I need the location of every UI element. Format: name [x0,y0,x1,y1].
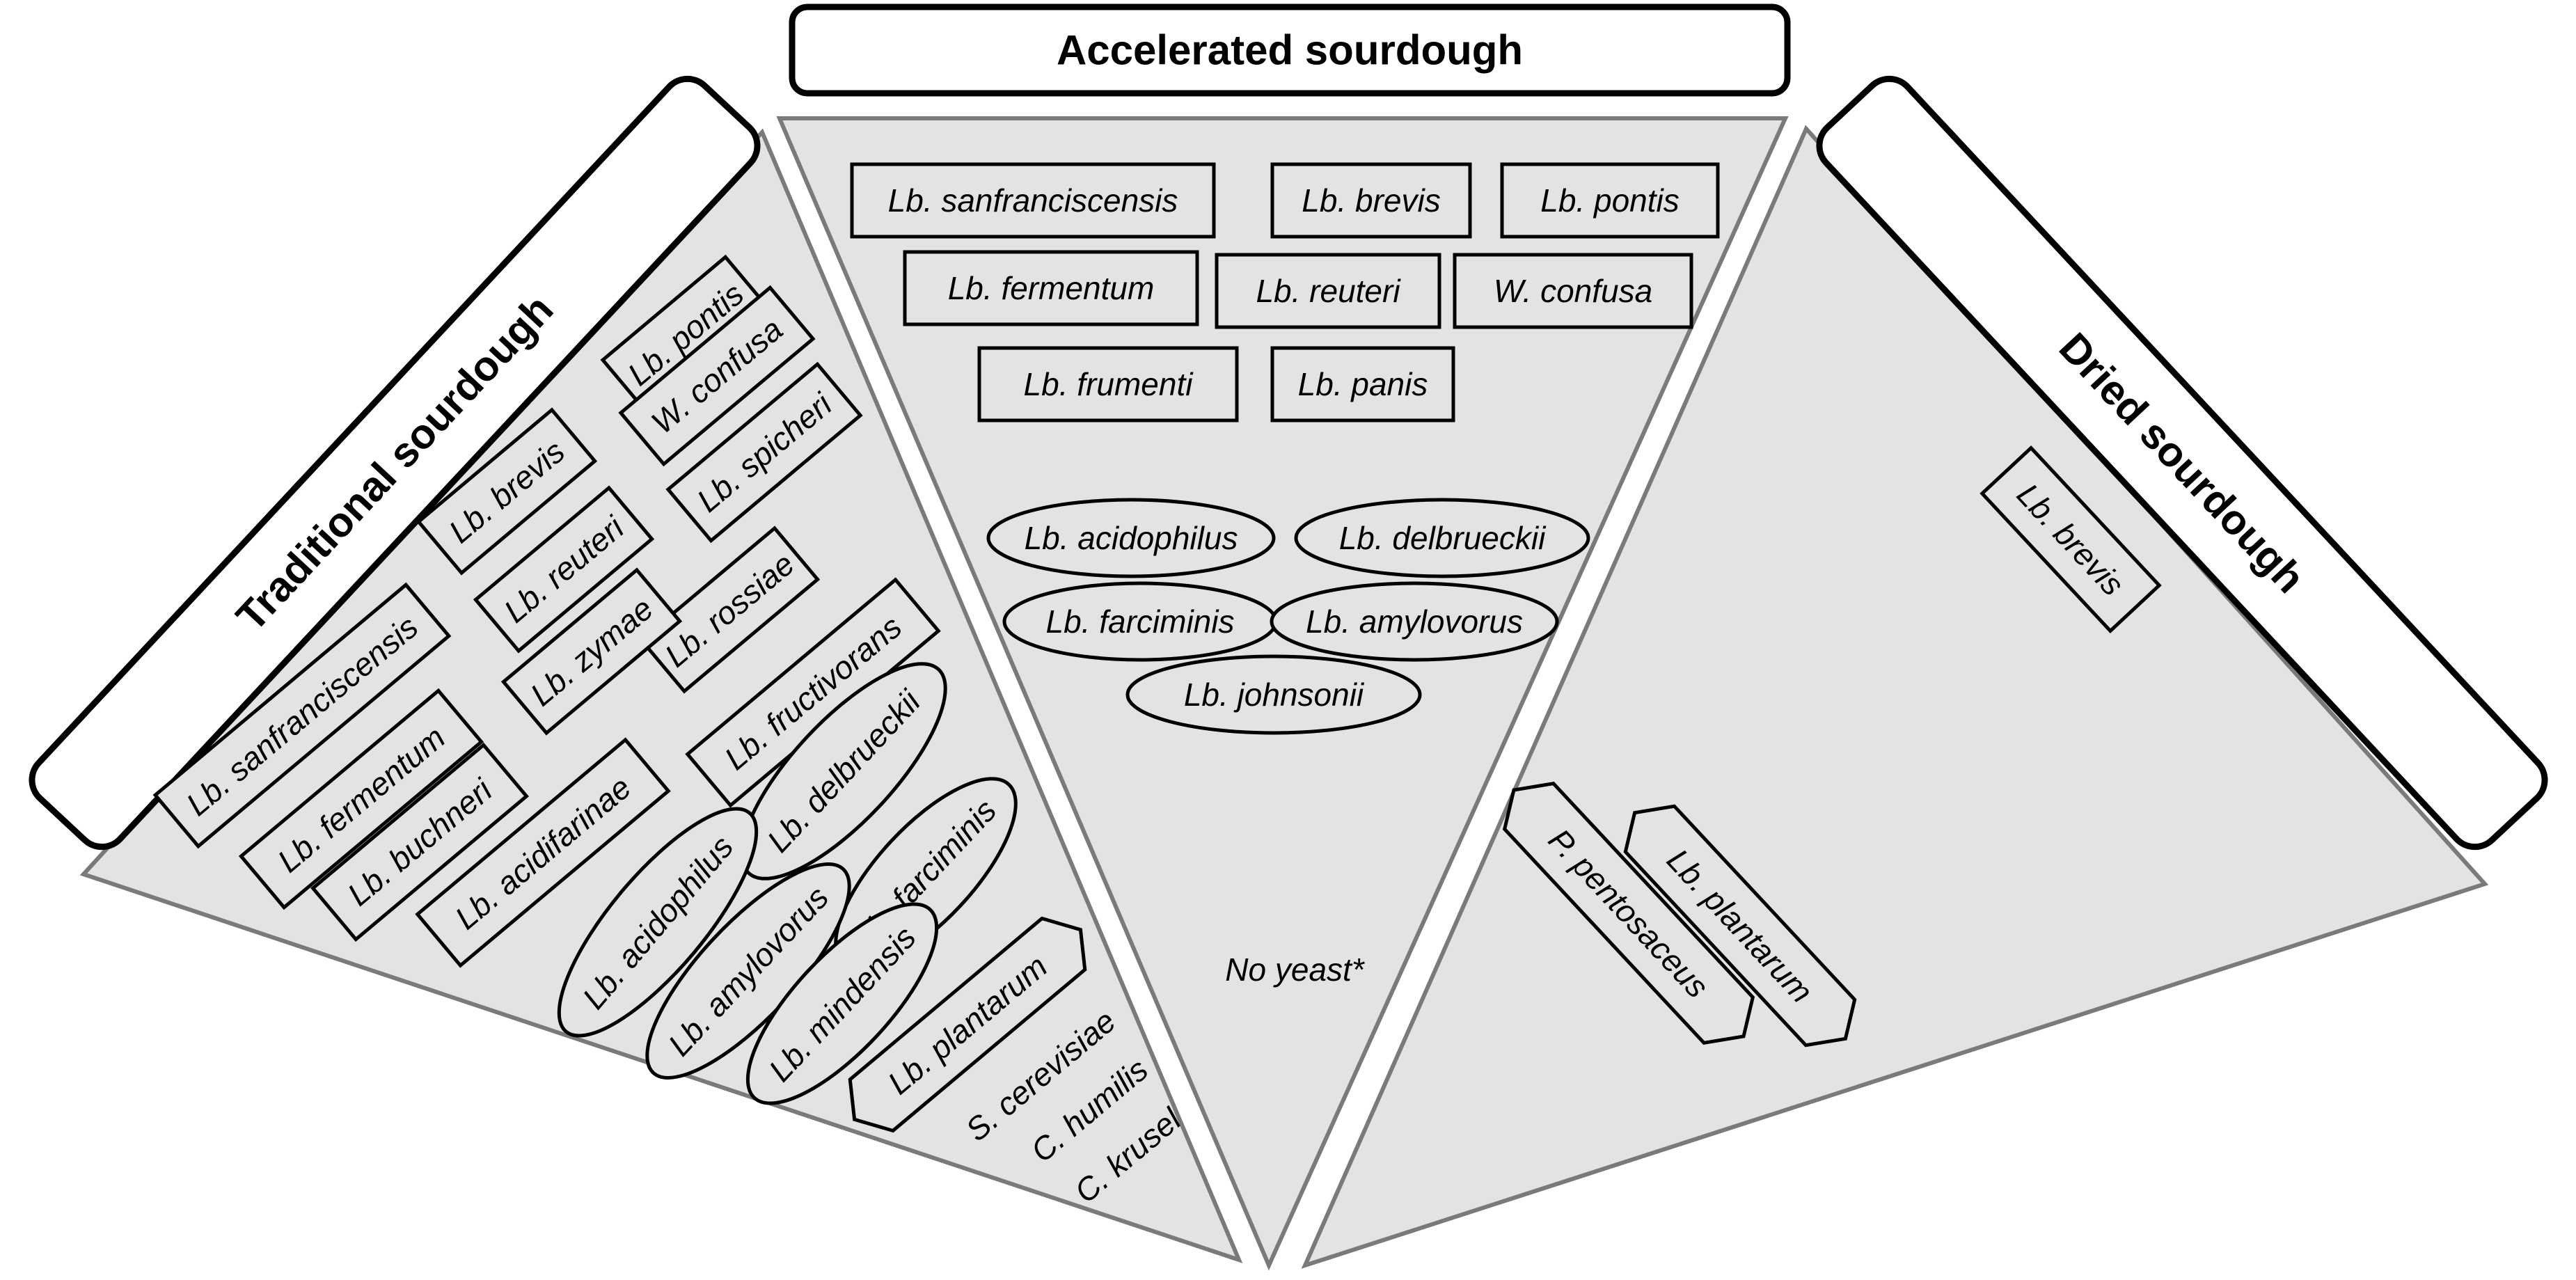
species-ellipse: Lb. farciminis [1002,581,1278,662]
species-ellipse: Lb. amylovorus [1270,581,1559,662]
species-label: Lb. brevis [1302,182,1440,219]
species-tag: Lb. sanfranciscensis [850,162,1216,239]
species-ellipse: Lb. johnsonii [1125,654,1422,735]
species-tag: Lb. brevis [1270,162,1472,239]
species-tag: Lb. panis [1270,346,1455,422]
species-label: Lb. panis [1298,366,1428,402]
species-tag: Lb. pontis [1500,162,1720,239]
species-ellipse: Lb. acidophilus [986,498,1276,578]
species-label: Lb. amylovorus [1306,603,1523,640]
species-label: Lb. fermentum [948,270,1155,306]
species-tag: Lb. frumenti [977,346,1239,422]
species-label: Lb. pontis [1540,182,1679,219]
species-label: Lb. frumenti [1024,366,1194,402]
species-label: W. confusa [1494,273,1652,309]
no-yeast-label: No yeast* [1225,951,1366,988]
species-label: Lb. delbrueckii [1339,520,1547,556]
species-label: Lb. sanfranciscensis [888,182,1178,219]
species-ellipse: Lb. delbrueckii [1294,498,1590,578]
species-tag: Lb. fermentum [903,250,1199,326]
species-label: Lb. farciminis [1046,603,1235,640]
species-label: Lb. johnsonii [1184,677,1365,713]
species-tag: W. confusa [1453,253,1693,329]
header-accelerated: Accelerated sourdough [789,3,1791,97]
species-label: Lb. reuteri [1256,273,1401,309]
species-tag: Lb. reuteri [1215,253,1441,329]
header-accelerated-label: Accelerated sourdough [1057,27,1523,74]
species-label: Lb. acidophilus [1025,520,1238,556]
